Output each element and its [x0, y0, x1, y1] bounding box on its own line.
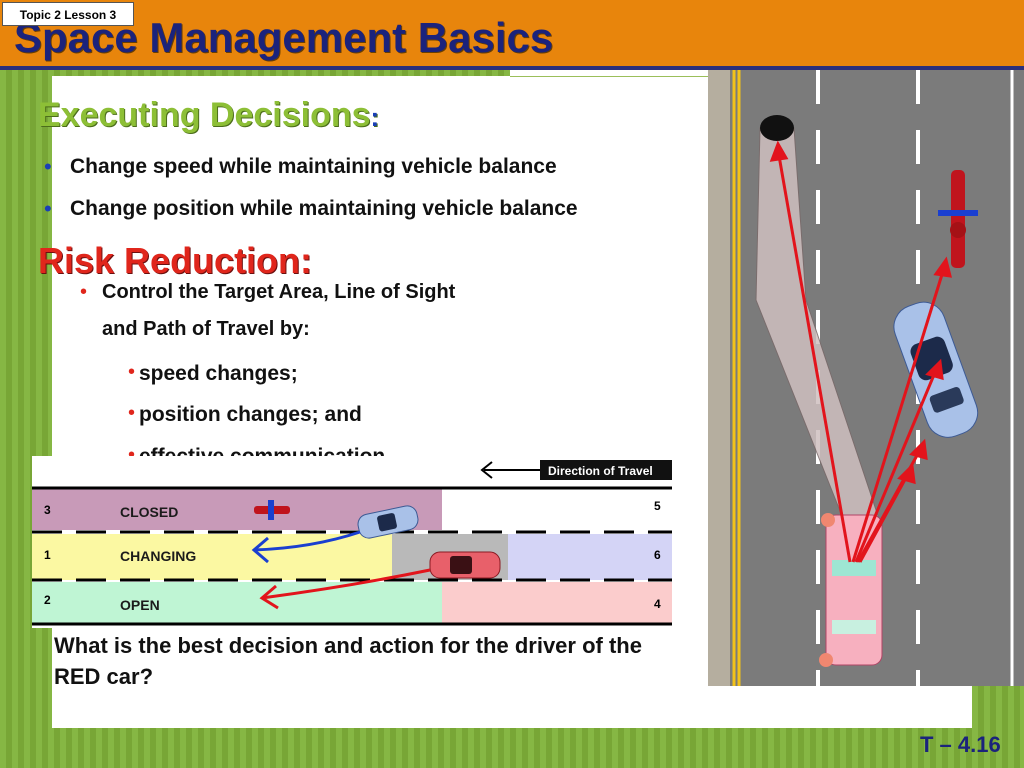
lane-diagram: Direction of Travel 3 CLOSED 5 1 CHANGIN… — [32, 456, 676, 628]
lane-num-left: 2 — [44, 593, 51, 607]
lane-open-bg — [32, 582, 442, 624]
road-illustration — [708, 70, 1024, 686]
diagram-motorcycle-icon — [254, 500, 290, 520]
bullet-icon: • — [80, 281, 88, 303]
diagram-red-car-icon — [429, 551, 501, 579]
header-bar — [0, 0, 1024, 68]
sub-bullet-speed: speed changes; — [139, 362, 298, 385]
direction-of-travel-label: Direction of Travel — [548, 464, 653, 478]
lane-name-open: OPEN — [120, 597, 160, 613]
executing-heading-colon: : — [370, 102, 380, 132]
bullet-speed: Change speed while maintaining vehicle b… — [70, 155, 557, 178]
bullet-icon: • — [44, 154, 52, 179]
bullet-icon: • — [128, 444, 136, 466]
lane-num-right: 6 — [654, 548, 661, 562]
lane-num-left: 1 — [44, 548, 51, 562]
motorcycle-icon — [938, 170, 978, 268]
risk-bullet-line2: and Path of Travel by: — [102, 318, 310, 340]
sub-bullet-position: position changes; and — [139, 403, 362, 426]
pink-car-icon — [819, 513, 883, 667]
bullet-position: Change position while maintaining vehicl… — [70, 197, 578, 220]
executing-heading-text: Executing Decisions — [38, 96, 371, 134]
header-divider — [0, 66, 1024, 70]
lane-num-right: 4 — [654, 597, 661, 611]
lane-name-changing: CHANGING — [120, 548, 196, 564]
lane-diagram-svg: Direction of Travel 3 CLOSED 5 1 CHANGIN… — [32, 460, 672, 626]
road-svg — [708, 70, 1024, 686]
topic-tag: Topic 2 Lesson 3 — [2, 2, 134, 26]
lane-changing-bg — [32, 534, 392, 580]
risk-reduction-heading: Risk Reduction: — [38, 240, 313, 281]
executing-decisions-heading: Executing Decisions: — [38, 96, 379, 135]
lane-num-right: 5 — [654, 499, 661, 513]
bullet-icon: • — [128, 402, 136, 424]
bullet-icon: • — [44, 196, 52, 221]
risk-bullet-line1: Control the Target Area, Line of Sight — [102, 281, 456, 303]
diagram-blue-car-icon — [357, 505, 419, 539]
bullet-icon: • — [128, 361, 136, 383]
question-text: What is the best decision and action for… — [54, 633, 642, 689]
lane-name-closed: CLOSED — [120, 504, 178, 520]
lane-num-left: 3 — [44, 503, 51, 517]
slide-number: T – 4.16 — [920, 732, 1001, 757]
